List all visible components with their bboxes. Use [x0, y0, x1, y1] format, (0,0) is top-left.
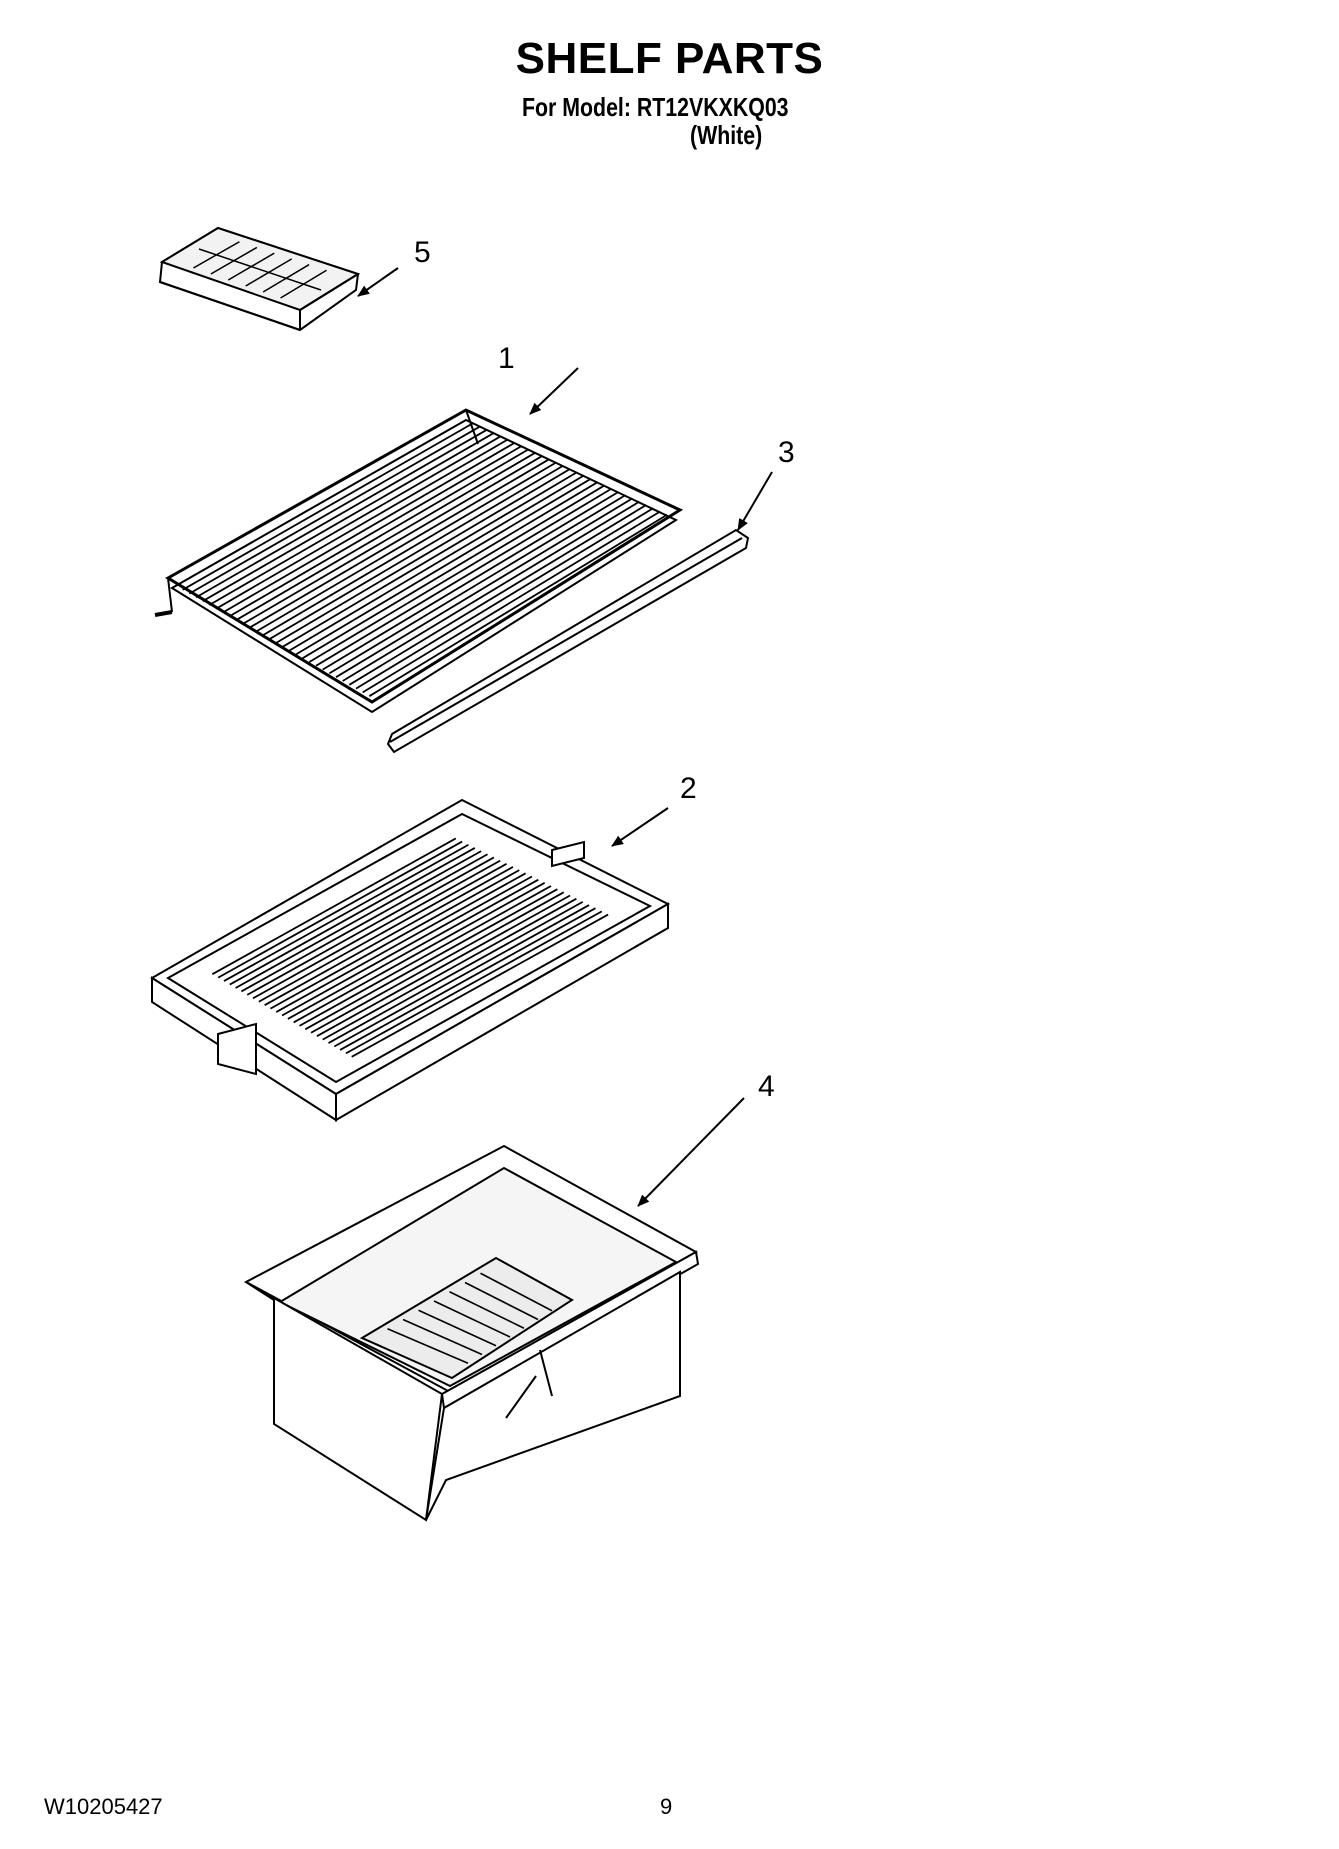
shelf-wire: [302, 481, 599, 659]
shelf-wire: [288, 474, 585, 652]
shelf-wire: [188, 425, 481, 595]
shelf-wire: [262, 461, 557, 637]
cover-rib: [345, 910, 603, 1055]
cover-rib: [275, 872, 527, 1013]
shelf-wire: [182, 422, 474, 591]
shelf-wire: [215, 438, 509, 610]
cover-rib: [264, 866, 514, 1006]
shelf-wire: [248, 455, 543, 629]
cover-rib: [211, 837, 457, 975]
callout-4: 4: [758, 1070, 775, 1103]
model-color: (White): [690, 120, 763, 150]
shelf-wire: [328, 494, 626, 675]
wire-shelf-part: [154, 408, 684, 714]
shelf-wire: [335, 497, 633, 678]
cover-rib: [217, 840, 463, 979]
callout-2: 2: [680, 772, 697, 805]
model-number: For Model: RT12VKXKQ03: [522, 92, 789, 122]
shelf-wire: [222, 442, 515, 614]
shelf-wire: [368, 513, 668, 697]
shelf-wire: [348, 504, 647, 686]
cover-rib: [269, 869, 520, 1010]
drawer-rib: [387, 1328, 469, 1364]
callout-1: 1: [498, 342, 515, 375]
drawer-rib: [433, 1300, 511, 1338]
shelf-wire: [255, 458, 550, 633]
ice-tray-part: [158, 226, 361, 332]
cover-rib: [333, 904, 590, 1048]
drawer-rib: [402, 1318, 483, 1356]
shelf-wire: [308, 484, 606, 663]
cover-rib: [339, 907, 596, 1051]
cover-rib: [351, 913, 609, 1058]
page-number: 9: [660, 1794, 673, 1819]
shelf-wire: [228, 445, 522, 618]
cover-rib: [328, 901, 584, 1044]
cover-rib: [258, 863, 508, 1003]
shelf-wire: [282, 471, 578, 648]
cover-rib: [252, 859, 501, 1000]
crisper-drawer-part: [243, 1144, 700, 1522]
crisper-cover-part: [150, 798, 671, 1122]
callout-leaders: [357, 267, 773, 1207]
shelf-wire: [242, 451, 536, 625]
drawer-rib: [480, 1272, 553, 1312]
document-number: W10205427: [44, 1794, 163, 1819]
page-title: SHELF PARTS: [515, 34, 824, 83]
shelf-wire: [342, 500, 640, 682]
cover-rib: [246, 856, 495, 996]
shelf-wire: [295, 478, 592, 656]
shelf-wire: [322, 491, 619, 671]
cover-rib: [240, 853, 488, 993]
shelf-wire: [315, 487, 613, 667]
shelf-wire: [202, 432, 495, 602]
cover-rib: [304, 888, 558, 1031]
cover-rib: [299, 885, 552, 1027]
shelf-wire: [208, 435, 502, 606]
shelf-wire: [268, 464, 564, 640]
shelf-wire: [362, 510, 661, 694]
cover-rib: [287, 878, 539, 1020]
callout-5: 5: [414, 236, 431, 269]
shelf-trim-part: [386, 528, 750, 754]
drawer-rib: [418, 1309, 497, 1347]
cover-rib: [293, 882, 546, 1024]
cover-rib: [316, 894, 571, 1037]
cover-rib: [281, 875, 533, 1017]
shelf-wire: [355, 507, 654, 690]
cover-rib: [310, 891, 565, 1034]
tray-divider: [198, 248, 322, 291]
cover-rib: [223, 843, 469, 982]
drawer-rib: [449, 1291, 525, 1329]
cover-rib: [235, 850, 482, 989]
shelf-wire: [275, 468, 571, 644]
cover-rib: [229, 847, 476, 986]
shelf-wire: [195, 429, 488, 599]
cover-rib: [322, 897, 577, 1041]
shelf-wire: [235, 448, 529, 621]
callout-3: 3: [778, 436, 795, 469]
drawer-rib: [464, 1281, 539, 1321]
